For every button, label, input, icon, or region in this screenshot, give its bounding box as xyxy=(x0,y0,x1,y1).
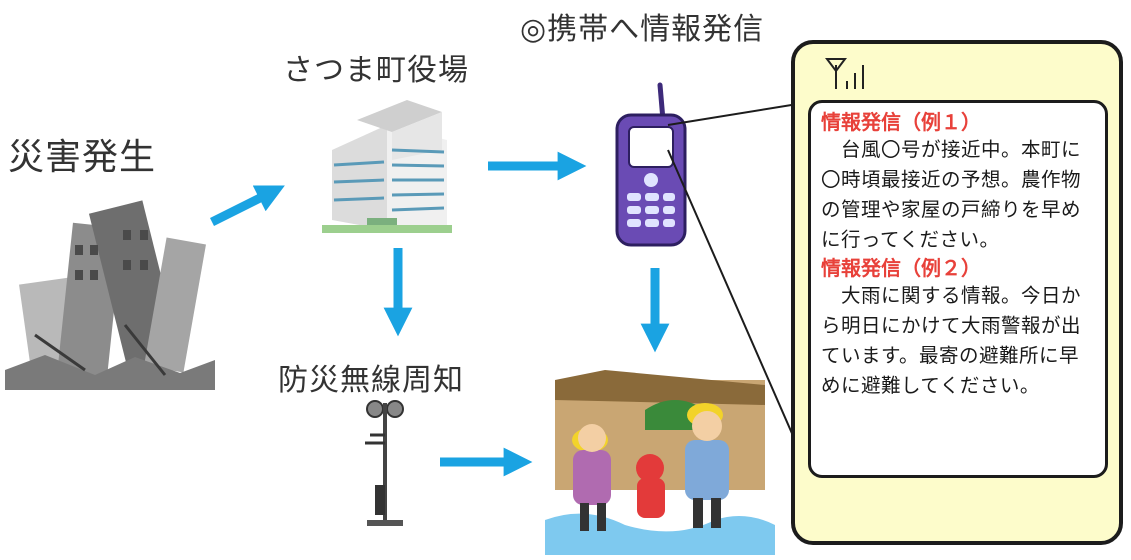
antenna-signal-icon xyxy=(825,58,864,89)
building-icon xyxy=(322,100,452,233)
message-1-title: 情報発信（例１） xyxy=(821,110,981,134)
mobile-phone-icon xyxy=(615,82,687,247)
radio-tower-icon xyxy=(365,400,404,526)
label-mobile-broadcast: ◎携帯へ情報発信 xyxy=(520,12,765,47)
message-2-body: 大雨に関する情報。今日から明日にかけて大雨警報が出ています。最寄の避難所に早めに… xyxy=(821,284,1082,397)
message-2-title: 情報発信（例２） xyxy=(821,256,981,280)
label-disaster-radio: 防災無線周知 xyxy=(278,363,464,398)
arrow-disaster-to-townhall xyxy=(209,185,285,227)
evacuees-icon xyxy=(545,370,775,555)
disaster-buildings-icon xyxy=(5,200,215,390)
label-townhall: さつま町役場 xyxy=(283,53,469,88)
message-screen: 情報発信（例１） 台風〇号が接近中。本町に〇時頃最接近の予想。農作物の管理や家屋… xyxy=(808,100,1108,478)
message-1-body: 台風〇号が接近中。本町に〇時頃最接近の予想。農作物の管理や家屋の戸締りを早めに行… xyxy=(821,138,1082,251)
label-disaster: 災害発生 xyxy=(8,137,157,178)
